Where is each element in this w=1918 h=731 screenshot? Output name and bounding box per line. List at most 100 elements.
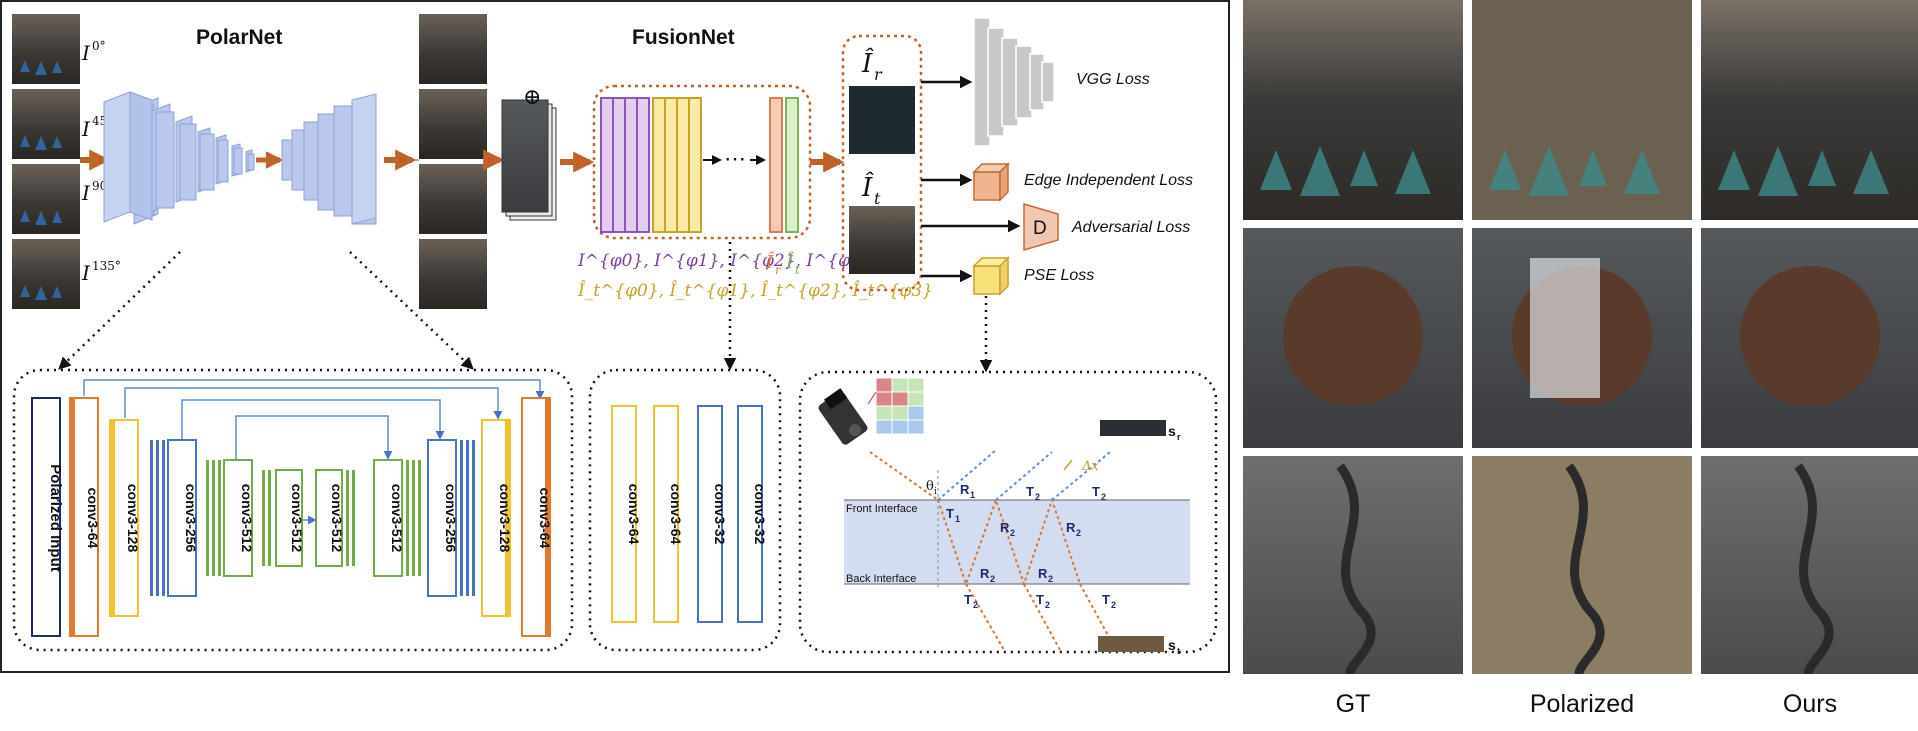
svg-text:I: I xyxy=(81,117,91,141)
edge-loss-label: Edge Independent Loss xyxy=(1024,172,1193,189)
svg-text:2: 2 xyxy=(1101,492,1106,502)
pn-layer-3: conv3-512 xyxy=(239,484,255,553)
fusion-ellipsis: ⋯ xyxy=(724,147,746,172)
pn-layer-5: conv3-512 xyxy=(329,484,345,553)
pn-layer-6: conv3-512 xyxy=(389,484,405,553)
polarnet-encoder-front xyxy=(103,91,153,223)
polarnet-detail-panel xyxy=(12,368,574,652)
sr-strip xyxy=(1100,420,1166,436)
column-label-gt: GT xyxy=(1335,690,1371,718)
fusion-yellow-layers xyxy=(652,97,702,233)
svg-text:2: 2 xyxy=(1010,528,1015,538)
front-interface-label: Front Interface xyxy=(846,503,918,515)
st-label: s xyxy=(1168,637,1176,653)
st-strip xyxy=(1098,636,1164,652)
discriminator-label: D xyxy=(1033,218,1047,239)
input-image-135 xyxy=(12,239,80,309)
svg-text:2: 2 xyxy=(1035,492,1040,502)
r2-label-a: R xyxy=(1000,520,1010,535)
r2-label-c: R xyxy=(980,566,990,581)
t1-label: T xyxy=(946,506,954,521)
polarized-input-box xyxy=(31,397,61,637)
t2-label-b: T xyxy=(1092,484,1100,499)
pse-loss-cube xyxy=(972,256,1010,296)
delta-x-label: Δx xyxy=(1081,459,1099,474)
vgg-loss-label: VGG Loss xyxy=(1076,71,1150,88)
ray-paths xyxy=(869,449,1117,651)
t2-label-e: T xyxy=(1102,592,1110,607)
adversarial-loss-label: Adversarial Loss xyxy=(1071,219,1190,236)
pn-layer-1: conv3-128 xyxy=(125,484,141,553)
fusion-phi-row2: Î_t^{φ0}, Î_t^{φ1}, Î_t^{φ2}, Î_t^{φ3} xyxy=(577,280,933,301)
vgg-network xyxy=(973,17,1055,147)
input-images xyxy=(12,14,80,309)
input-image-90 xyxy=(12,164,80,234)
pn-layer-4: conv3-512 xyxy=(289,484,305,553)
skip-connections xyxy=(83,379,545,460)
t2-label-a: T xyxy=(1026,484,1034,499)
fusion-ir-sub: r xyxy=(775,263,782,277)
fn-layer-2: conv3-32 xyxy=(712,484,728,545)
input-angle-135: 135° xyxy=(92,259,121,273)
fusion-purple-layers xyxy=(600,97,650,233)
polarization-filter-grid xyxy=(875,377,925,435)
outputs-box xyxy=(841,34,923,292)
t2-label-c: T xyxy=(964,592,972,607)
fn-layer-1: conv3-64 xyxy=(668,484,684,545)
theta-label: θ xyxy=(926,479,934,494)
edge-loss-cube xyxy=(972,162,1010,202)
pn-layer-8: conv3-128 xyxy=(497,484,513,553)
back-interface-label: Back Interface xyxy=(846,573,916,585)
pn-layer-0: conv3-64 xyxy=(85,488,101,549)
pn-layer-9: conv3-64 xyxy=(537,488,553,549)
camera-icon xyxy=(818,388,868,445)
fusion-it-sub: t xyxy=(795,263,800,277)
r1-label: R xyxy=(960,482,970,497)
fusion-r-layer xyxy=(769,97,783,233)
polarized-input-label: Polarized Input xyxy=(47,464,64,572)
r2-label-d: R xyxy=(1038,566,1048,581)
fn-layer-3: conv3-32 xyxy=(752,484,768,545)
svg-text:2: 2 xyxy=(1048,574,1053,584)
output-r-sub: r xyxy=(874,65,883,84)
comparison-grid xyxy=(1243,0,1918,675)
sr-label: s xyxy=(1168,423,1176,439)
svg-text:2: 2 xyxy=(1111,600,1116,610)
svg-text:I: I xyxy=(81,261,91,285)
figure-frame xyxy=(0,0,1230,673)
pn-layer-7: conv3-256 xyxy=(443,484,459,553)
glass-slab xyxy=(844,500,1190,584)
fusion-phi-row1: I^{φ0}, I^{φ1}, I^{φ2}, I^{φ3} xyxy=(577,251,872,271)
output-r-hat: Î xyxy=(861,47,874,79)
t1-sub: 1 xyxy=(955,514,960,524)
st-sub: t xyxy=(1177,646,1180,656)
concat-stack xyxy=(501,99,557,221)
fusion-ir-label: Î xyxy=(765,250,775,273)
pse-loss-label: PSE Loss xyxy=(1024,267,1094,284)
output-t-hat: Î xyxy=(861,171,874,203)
input-image-0 xyxy=(12,14,80,84)
t2-label-d: T xyxy=(1036,592,1044,607)
r1-sub: 1 xyxy=(970,490,975,500)
fusion-it-label: Î xyxy=(785,250,795,273)
svg-text:I: I xyxy=(81,41,91,65)
sr-sub: r xyxy=(1177,432,1181,442)
output-t-sub: t xyxy=(874,189,881,208)
concat-symbol: ⊕ xyxy=(523,85,541,110)
svg-text:2: 2 xyxy=(1076,528,1081,538)
fn-layer-0: conv3-64 xyxy=(626,484,642,545)
r2-label-b: R xyxy=(1066,520,1076,535)
input-angle-0: 0° xyxy=(92,39,106,53)
fusion-t-layer xyxy=(785,97,799,233)
output-t-image xyxy=(849,206,915,274)
discriminator-shape xyxy=(1023,202,1059,252)
svg-text:I: I xyxy=(81,181,91,205)
pn-layer-2: conv3-256 xyxy=(183,484,199,553)
input-image-45 xyxy=(12,89,80,159)
svg-text:2: 2 xyxy=(1045,600,1050,610)
svg-text:2: 2 xyxy=(990,574,995,584)
output-r-image xyxy=(849,86,915,154)
column-label-polarized: Polarized xyxy=(1529,690,1635,718)
svg-text:2: 2 xyxy=(973,600,978,610)
fusionnet-title: FusionNet xyxy=(632,26,735,49)
